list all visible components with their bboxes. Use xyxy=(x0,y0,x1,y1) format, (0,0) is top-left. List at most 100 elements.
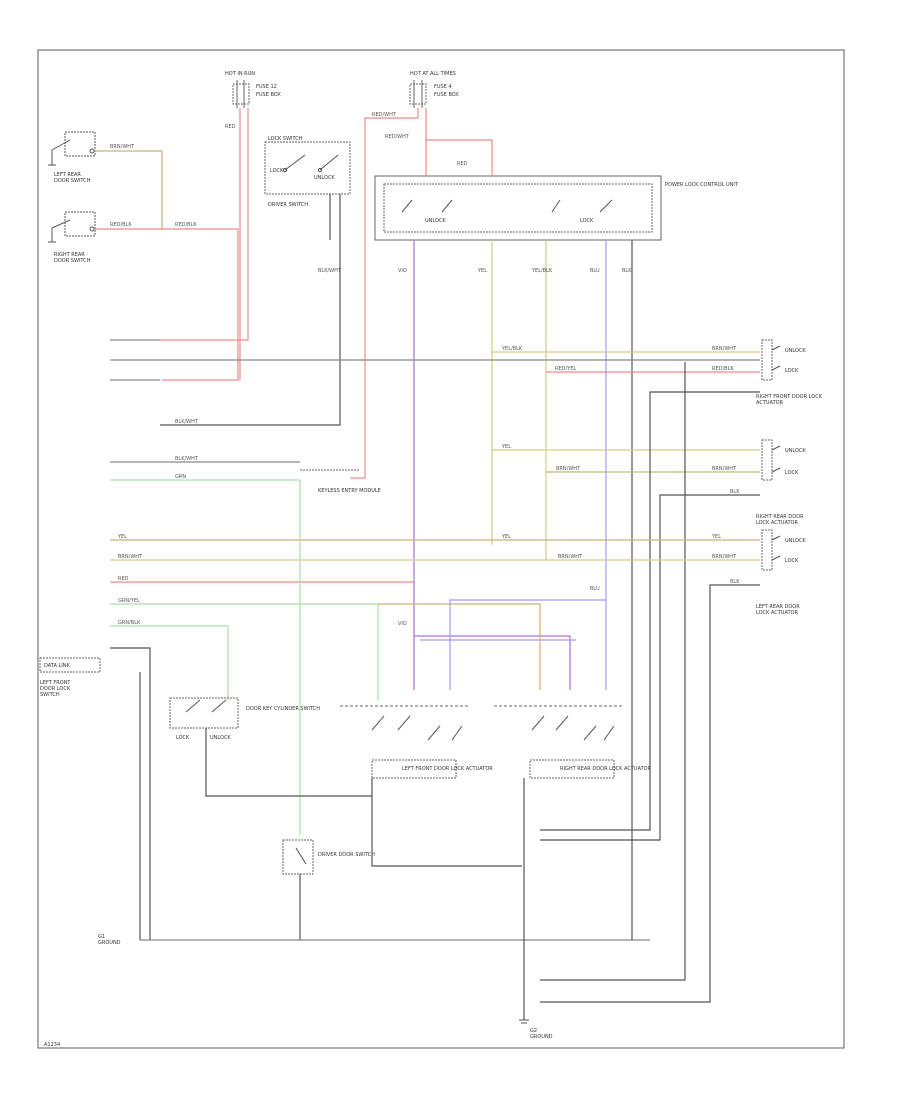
door-key-cylinder-switch: LOCK UNLOCK DOOR KEY CYLINDER SWITCH xyxy=(169,697,320,741)
hot-at-all-times-fuse: HOT AT ALL TIMES FUSE 4 FUSE BOX xyxy=(409,71,459,108)
code-wire-33: BLK/WHT xyxy=(175,456,199,462)
left-lock-sw-label2: DOOR LOCK xyxy=(40,686,71,692)
code-wire-8: RED xyxy=(457,161,468,167)
lr-label2: LOCK ACTUATOR xyxy=(756,610,798,616)
code-wire-22: BLK xyxy=(730,579,740,585)
g2-label2: GROUND xyxy=(530,1034,553,1040)
code-wire-30: YEL xyxy=(117,534,127,540)
code-wire-17: RED/BLK xyxy=(712,366,734,372)
code-wire-13: BLK xyxy=(622,268,632,274)
code-wire-16: BRN/WHT xyxy=(712,346,737,352)
diagram-border xyxy=(37,49,845,1049)
relay-lock-label: LOCK xyxy=(580,218,594,224)
wire-green-vertical xyxy=(110,479,301,835)
hot-in-run-fuse: HOT IN RUN FUSE 12 FUSE BOX xyxy=(225,71,281,108)
g1-label: G1 xyxy=(98,934,105,940)
hot-all-times-fuse-label: FUSE 4 xyxy=(434,84,452,90)
code-wire-3: RED/BLK xyxy=(175,222,197,228)
relay-unlock-label: UNLOCK xyxy=(425,218,446,224)
code-wire-2: RED/BLK xyxy=(110,222,132,228)
hot-in-run-fuse-box: FUSE BOX xyxy=(256,92,281,98)
wire-hot-all-1 xyxy=(350,108,419,479)
code-wire-12: BLU xyxy=(590,268,600,274)
code-wire-24: BRN/WHT xyxy=(558,554,583,560)
rr-label2: LOCK ACTUATOR xyxy=(756,520,798,526)
wire-right-black-3 xyxy=(540,584,760,1003)
code-wire-5: BLK/WHT xyxy=(318,268,342,274)
code-wire-25: YEL xyxy=(711,534,721,540)
door-key-cyl-label: DOOR KEY CYLINDER SWITCH xyxy=(246,706,320,712)
left-front-door-lock-actuator: LEFT FRONT DOOR LOCK ACTUATOR xyxy=(340,705,493,779)
code-wire-32: GRN xyxy=(175,474,186,480)
code-wire-23: YEL xyxy=(501,534,511,540)
keyless-entry-module: KEYLESS ENTRY MODULE xyxy=(300,469,381,494)
power-lock-control-unit: POWER LOCK CONTROL UNIT UNLOCK LOCK xyxy=(374,175,739,241)
code-wire-1: BRN/WHT xyxy=(110,144,135,150)
ground-g2: G2 GROUND xyxy=(519,1019,553,1040)
lf-actuator-label: LEFT FRONT DOOR LOCK ACTUATOR xyxy=(402,766,493,772)
lock-switch: LOCK SWITCH LOCK UNLOCK DRIVER SWITCH xyxy=(264,136,351,208)
hot-all-times-label: HOT AT ALL TIMES xyxy=(410,71,456,77)
code-wire-34: BLK/WHT xyxy=(175,419,199,425)
code-wire-31: BRN/WHT xyxy=(118,554,143,560)
code-wire-21: BLK xyxy=(730,489,740,495)
left-rear-sw-label2: DOOR SWITCH xyxy=(54,178,91,184)
lock-switch-lock-label: LOCK xyxy=(270,168,284,174)
code-wire-6: RED/WHT xyxy=(385,134,410,140)
code-wire-35: VIO xyxy=(398,621,407,627)
driver-door-sw-label: DRIVER DOOR SWITCH xyxy=(318,852,375,858)
g2-label: G2 xyxy=(530,1028,537,1034)
lock-switch-unlock-label: UNLOCK xyxy=(314,175,335,181)
wire-left-rear-switch xyxy=(94,150,163,229)
driver-door-switch: DRIVER DOOR SWITCH xyxy=(282,839,375,875)
code-wire-4: RED xyxy=(225,124,236,130)
ground-g1: G1 GROUND xyxy=(98,934,121,946)
left-lock-sw-label3: SWITCH xyxy=(40,692,60,698)
code-wire-11: YEL/BLK xyxy=(531,268,553,274)
code-wire-20: BRN/WHT xyxy=(712,466,737,472)
left-rear-sw-label: LEFT REAR xyxy=(54,172,81,178)
rf-rear-lock-label2: ACTUATOR xyxy=(756,400,784,406)
keyless-unit-label: KEYLESS ENTRY MODULE xyxy=(318,488,381,494)
code-wire-10: YEL xyxy=(477,268,487,274)
rr-lock-label: LOCK xyxy=(785,470,799,476)
code-wire-19: BRN/WHT xyxy=(556,466,581,472)
hot-all-times-fuse-box: FUSE BOX xyxy=(434,92,459,98)
code-wire-7: RED/WHT xyxy=(372,112,397,118)
code-wire-36: BLU xyxy=(590,586,600,592)
code-wire-28: GRN/YEL xyxy=(118,598,140,604)
left-lock-sw-label: LEFT FRONT xyxy=(40,680,71,686)
lock-switch-label: LOCK SWITCH xyxy=(268,136,303,142)
lr-lock-label: LOCK xyxy=(785,558,799,564)
bottom-code: A1234 xyxy=(44,1042,60,1048)
rr-door-lock-connector: UNLOCK LOCK xyxy=(761,439,806,481)
wire-key-cyl-black xyxy=(205,728,372,797)
code-wire-14: YEL/BLK xyxy=(501,346,523,352)
right-rear-sw-label2: DOOR SWITCH xyxy=(54,258,91,264)
data-link-label: DATA LINK xyxy=(44,663,70,669)
code-wire-26: BRN/WHT xyxy=(712,554,737,560)
driver-switch-label: DRIVER SWITCH xyxy=(268,202,308,208)
data-link-connector: DATA LINK LEFT FRONT DOOR LOCK SWITCH xyxy=(39,657,101,698)
wire-tan-to-rf xyxy=(378,603,541,690)
key-unlock-label: UNLOCK xyxy=(210,735,231,741)
right-rear-door-switch: RIGHT REAR DOOR SWITCH xyxy=(48,211,96,264)
g1-label2: GROUND xyxy=(98,940,121,946)
wire-violet-to-lf xyxy=(414,635,571,690)
rf-lock-label: LOCK xyxy=(785,368,799,374)
wire-left-green-626 xyxy=(110,625,229,700)
rr-label: RIGHT REAR DOOR xyxy=(756,514,804,520)
right-front-door-lock-actuator: RIGHT REAR DOOR LOCK ACTUATOR xyxy=(494,705,652,779)
rr-actuator-label: RIGHT REAR DOOR LOCK ACTUATOR xyxy=(560,766,652,772)
lr-label: LEFT REAR DOOR xyxy=(756,604,800,610)
hot-in-run-label: HOT IN RUN xyxy=(225,71,255,77)
left-rear-door-switch: LEFT REAR DOOR SWITCH xyxy=(48,131,96,184)
code-wire-15: RED/YEL xyxy=(555,366,576,372)
relay-unit-label: POWER LOCK CONTROL UNIT xyxy=(665,182,739,188)
rf-unlock-label: UNLOCK xyxy=(785,348,806,354)
wire-hot-in-run-2 xyxy=(160,108,249,341)
rf-rear-lock-label: RIGHT FRONT DOOR LOCK xyxy=(756,394,823,400)
wire-blue-to-lf xyxy=(449,599,606,690)
wire-right-rear-switch xyxy=(94,228,239,381)
